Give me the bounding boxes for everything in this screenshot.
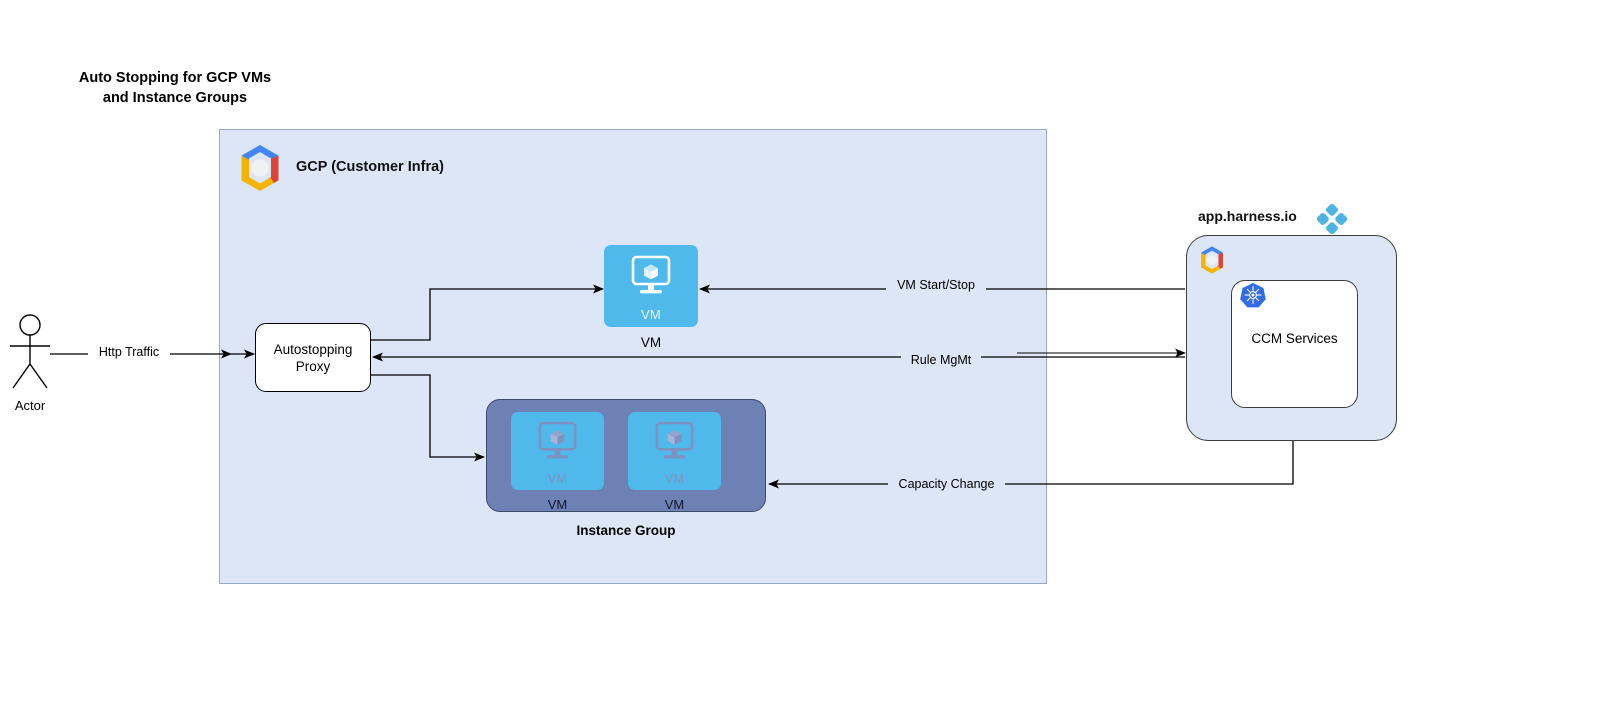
kubernetes-logo-icon (1240, 282, 1266, 308)
page-title: Auto Stopping for GCP VMs and Instance G… (78, 70, 272, 106)
edge-proxy-to-vm (371, 284, 604, 341)
edge-proxy-to-instance-group (371, 374, 485, 462)
vm-inner-label: VM (547, 472, 568, 486)
instance-group-vm-2-caption: VM (664, 497, 685, 512)
autostopping-proxy-node[interactable]: Autostopping Proxy (255, 323, 371, 392)
vm-inner-label: VM (640, 307, 662, 322)
gcp-logo-icon (233, 141, 287, 195)
actor-stick-figure-icon (6, 314, 58, 394)
gcp-logo-icon (1196, 244, 1228, 276)
vm-monitor-cube-icon (631, 255, 671, 294)
ccm-services-label: CCM Services (1251, 331, 1338, 346)
vm-inner-label: VM (664, 472, 685, 486)
edge-capacity-change (768, 441, 1294, 489)
autostopping-proxy-label: Autostopping Proxy (273, 341, 353, 374)
edge-label-vm-start-stop: VM Start/Stop (886, 278, 986, 292)
vm-node[interactable]: VM (604, 245, 698, 327)
instance-group-caption: Instance Group (576, 523, 676, 538)
vm-monitor-cube-icon (655, 421, 694, 459)
edge-label-http-traffic: Http Traffic (88, 345, 170, 359)
gcp-region-label: GCP (Customer Infra) (296, 159, 444, 175)
vm-caption: VM (640, 335, 662, 350)
harness-label: app.harness.io (1198, 208, 1297, 224)
instance-group-vm-2[interactable]: VM (628, 412, 721, 490)
vm-monitor-cube-icon (538, 421, 577, 459)
harness-logo-icon (1316, 203, 1348, 235)
edge-label-capacity-change: Capacity Change (888, 477, 1005, 491)
instance-group-vm-1[interactable]: VM (511, 412, 604, 490)
edge-label-rule-mgmt: Rule MgMt (901, 353, 981, 367)
instance-group-node[interactable]: VM VM VM VM (486, 399, 766, 512)
actor-label: Actor (14, 398, 46, 413)
instance-group-vm-1-caption: VM (547, 497, 568, 512)
